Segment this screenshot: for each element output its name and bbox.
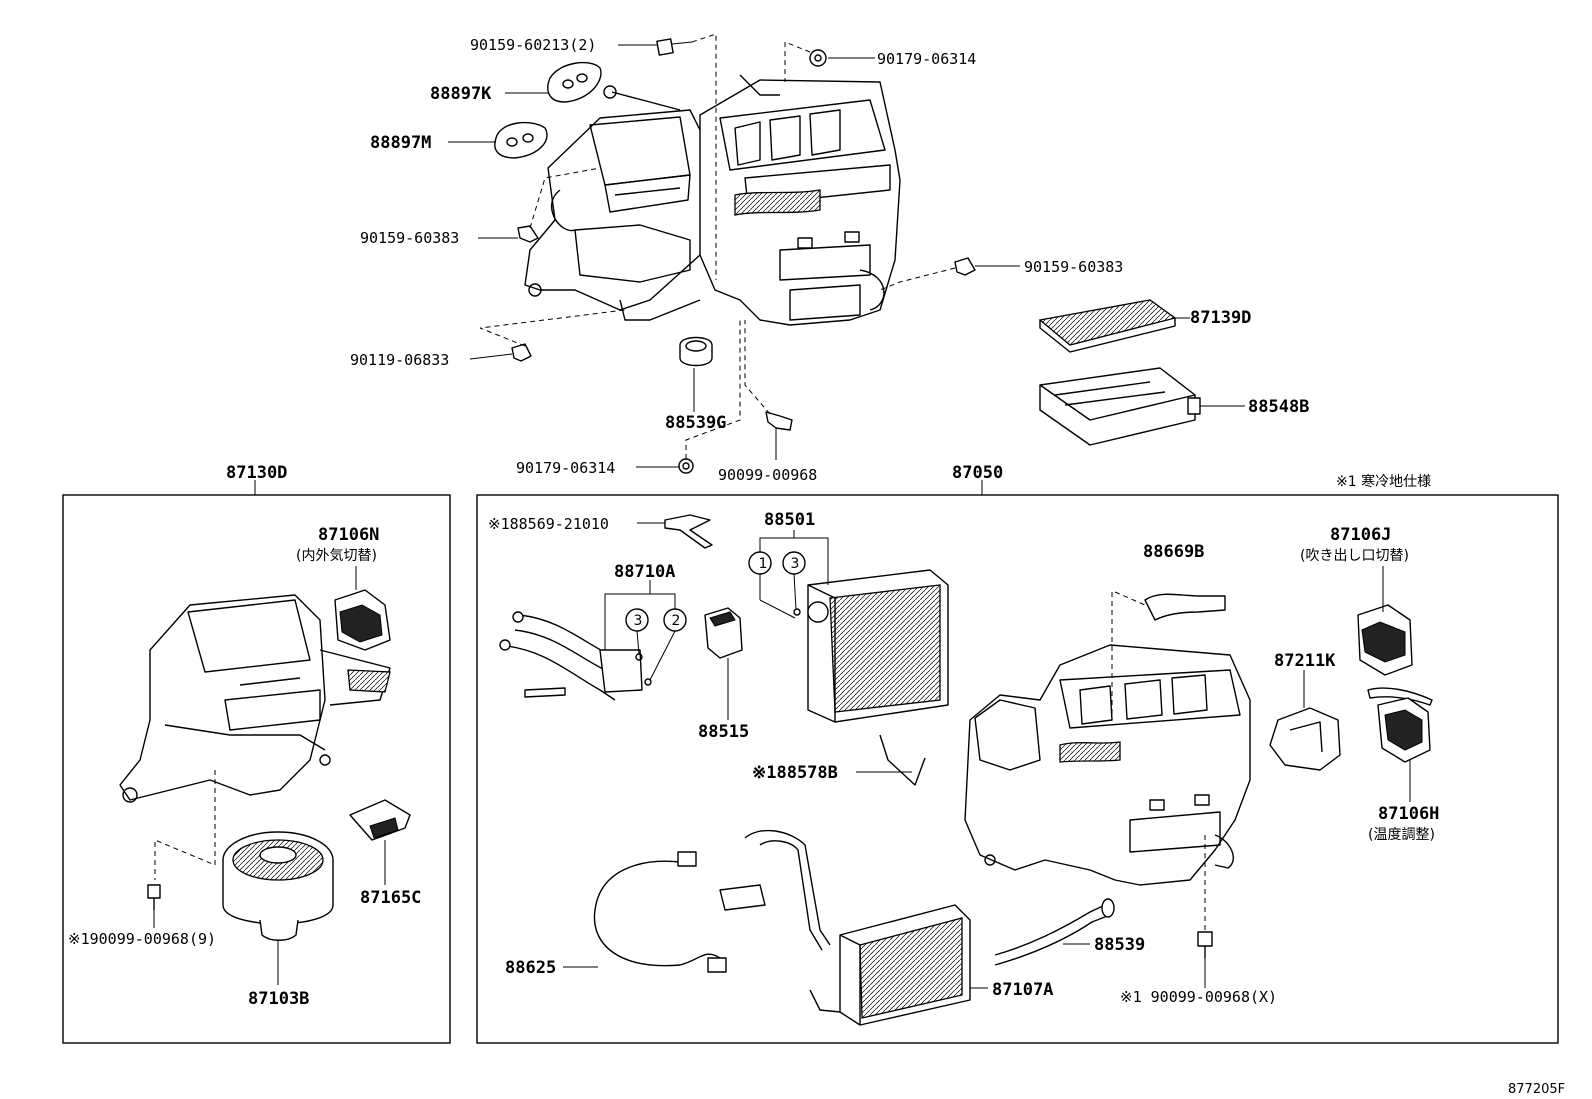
expansion-valve-88515 [704, 607, 743, 659]
clip-88569-21010 [664, 514, 713, 549]
servo-87106H [1367, 687, 1433, 763]
label-88625: 88625 [505, 958, 556, 978]
label-90099-00968-9: ※190099-00968(9) [68, 930, 216, 948]
label-88539: 88539 [1094, 935, 1145, 955]
wire-harness-88625 [593, 851, 727, 973]
label-88710A: 88710A [614, 562, 675, 582]
nut-90179-06314-top [809, 49, 827, 67]
label-90099-00968-X: ※1 90099-00968(X) [1120, 988, 1277, 1006]
label-90099-00968: 90099-00968 [718, 466, 817, 484]
label-90179-06314-top: 90179-06314 [877, 50, 976, 68]
label-87107A: 87107A [992, 980, 1053, 1000]
top-leaders [448, 33, 1245, 468]
label-88539G: 88539G [665, 413, 726, 433]
left-leaders [153, 566, 386, 985]
circle-number-3b: 3 [634, 613, 643, 629]
grommet-88539G [679, 336, 713, 367]
screw-90099-00968-X [1197, 931, 1213, 958]
circle-number-3a: 3 [791, 556, 800, 572]
blower-unit-87130D [119, 594, 391, 803]
label-88897M: 88897M [370, 133, 431, 153]
resistor-87165C [349, 799, 411, 841]
screw-90159-60383-right [954, 257, 976, 276]
grommet-88897M [494, 121, 548, 159]
screw-90099-00968-9 [147, 884, 161, 910]
illustration-reference-code: 877205F [1508, 1082, 1565, 1097]
label-87130D: 87130D [226, 463, 287, 483]
servo-87106N [334, 589, 391, 651]
label-88897K: 88897K [430, 84, 492, 104]
label-90159-60213: 90159-60213(2) [470, 36, 596, 54]
nut-90179-06314-bottom [678, 458, 694, 474]
label-88548B: 88548B [1248, 397, 1309, 417]
label-87139D: 87139D [1190, 308, 1251, 328]
evaporator-88501 [807, 569, 949, 723]
frame-87130D [62, 494, 451, 1044]
screw-90119-06833 [511, 343, 532, 362]
upper-hvac-assembly [524, 74, 901, 326]
label-87103B: 87103B [248, 989, 309, 1009]
label-87106J-desc: (吹き出し口切替) [1300, 548, 1409, 564]
label-88501: 88501 [764, 510, 815, 530]
label-88578B: ※188578B [752, 763, 838, 783]
evap-seal-callouts [625, 551, 806, 686]
right-leaders [563, 522, 1411, 989]
label-87106N: 87106N [318, 525, 379, 545]
frame-87050 [476, 494, 1559, 1044]
filter-87139D [1038, 299, 1177, 353]
hose-88669B [1144, 593, 1226, 621]
cold-climate-note: ※1 寒冷地仕様 [1336, 473, 1431, 490]
servo-87106J [1357, 604, 1413, 676]
label-88669B: 88669B [1143, 542, 1204, 562]
screw-90099-00968 [765, 411, 793, 431]
evaporator-tubes-88710A [499, 611, 643, 701]
duct-87211K [1269, 707, 1341, 771]
drain-88578B [879, 734, 926, 786]
hvac-case-87050 [964, 644, 1251, 886]
bolt-90159-60213 [656, 38, 693, 56]
label-87211K: 87211K [1274, 651, 1336, 671]
labels: 90159-60213(2) 90179-06314 88897K 88897M… [68, 36, 1565, 1097]
circle-number-1: 1 [759, 556, 768, 572]
label-87050: 87050 [952, 463, 1003, 483]
label-90119-06833: 90119-06833 [350, 351, 449, 369]
grommet-88897K [547, 61, 602, 103]
label-87106H: 87106H [1378, 804, 1439, 824]
label-87106N-desc: (内外気切替) [296, 548, 377, 564]
label-90159-60383-right: 90159-60383 [1024, 258, 1123, 276]
heater-core-87107A [719, 829, 971, 1026]
label-88515: 88515 [698, 722, 749, 742]
label-90159-60383-left: 90159-60383 [360, 229, 459, 247]
filter-case-88548B [1039, 367, 1201, 446]
label-90179-06314-bottom: 90179-06314 [516, 459, 615, 477]
circle-number-2: 2 [672, 613, 681, 629]
label-87106J: 87106J [1330, 525, 1391, 545]
hose-88539 [994, 898, 1115, 966]
label-88569-21010: ※188569-21010 [488, 515, 609, 533]
label-87165C: 87165C [360, 888, 421, 908]
label-87106H-desc: (温度調整) [1368, 827, 1435, 843]
blower-motor-87103B [222, 831, 334, 941]
screw-90159-60383-left [517, 225, 539, 243]
